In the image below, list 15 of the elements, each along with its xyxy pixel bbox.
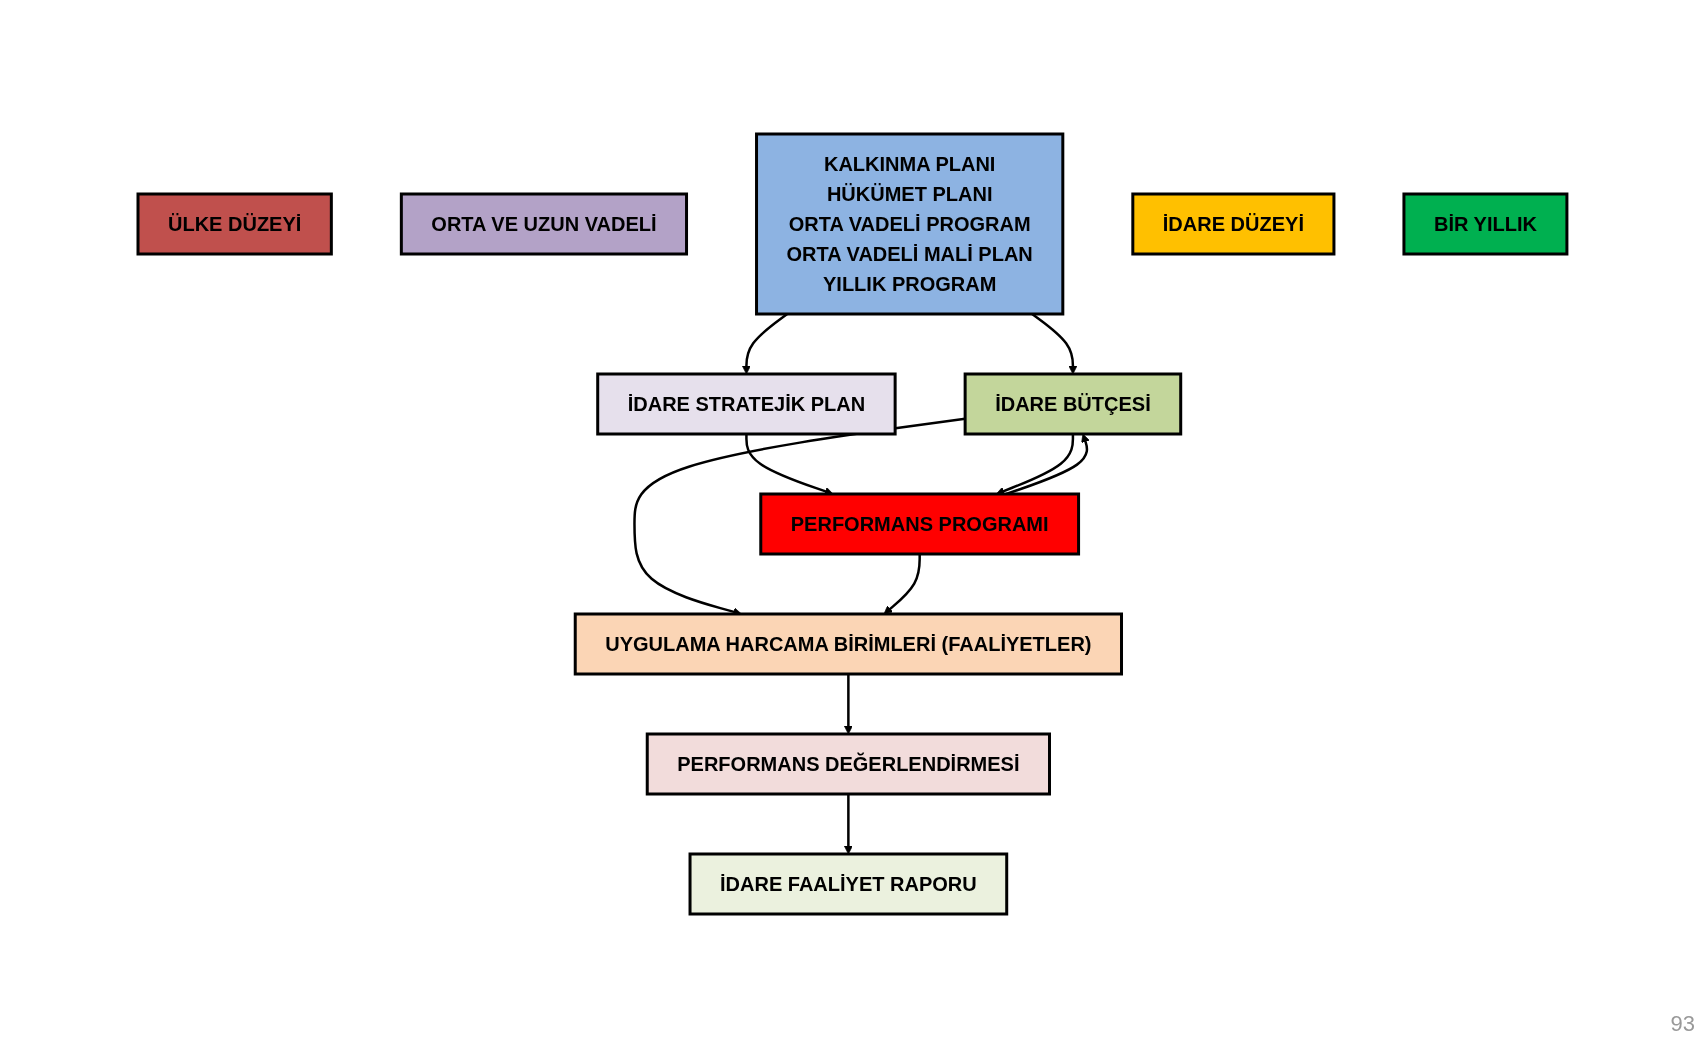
node-box: İDARE FAALİYET RAPORU bbox=[688, 852, 1009, 915]
arrow bbox=[844, 793, 853, 854]
node-box: ÜLKE DÜZEYİ bbox=[136, 192, 333, 255]
node-box: ORTA VE UZUN VADELİ bbox=[399, 192, 689, 255]
node-box: PERFORMANS DEĞERLENDİRMESİ bbox=[645, 732, 1052, 795]
node-box: BİR YILLIK bbox=[1402, 192, 1569, 255]
node-box: İDARE STRATEJİK PLAN bbox=[596, 372, 897, 435]
node-box: UYGULAMA HARCAMA BİRİMLERİ (FAALİYETLER) bbox=[573, 612, 1124, 675]
node-box: İDARE DÜZEYİ bbox=[1131, 192, 1336, 255]
node-box: PERFORMANS PROGRAMI bbox=[759, 492, 1081, 555]
node-box: KALKINMA PLANI HÜKÜMET PLANI ORTA VADELİ PROGRAM ORTA VADELİ MALİ PLAN YILLIK PROGRAM bbox=[755, 132, 1065, 315]
arrow bbox=[883, 553, 921, 614]
node-box: İDARE BÜTÇESİ bbox=[963, 372, 1183, 435]
page-number: 93 bbox=[1670, 1011, 1695, 1036]
arrow bbox=[844, 673, 853, 734]
